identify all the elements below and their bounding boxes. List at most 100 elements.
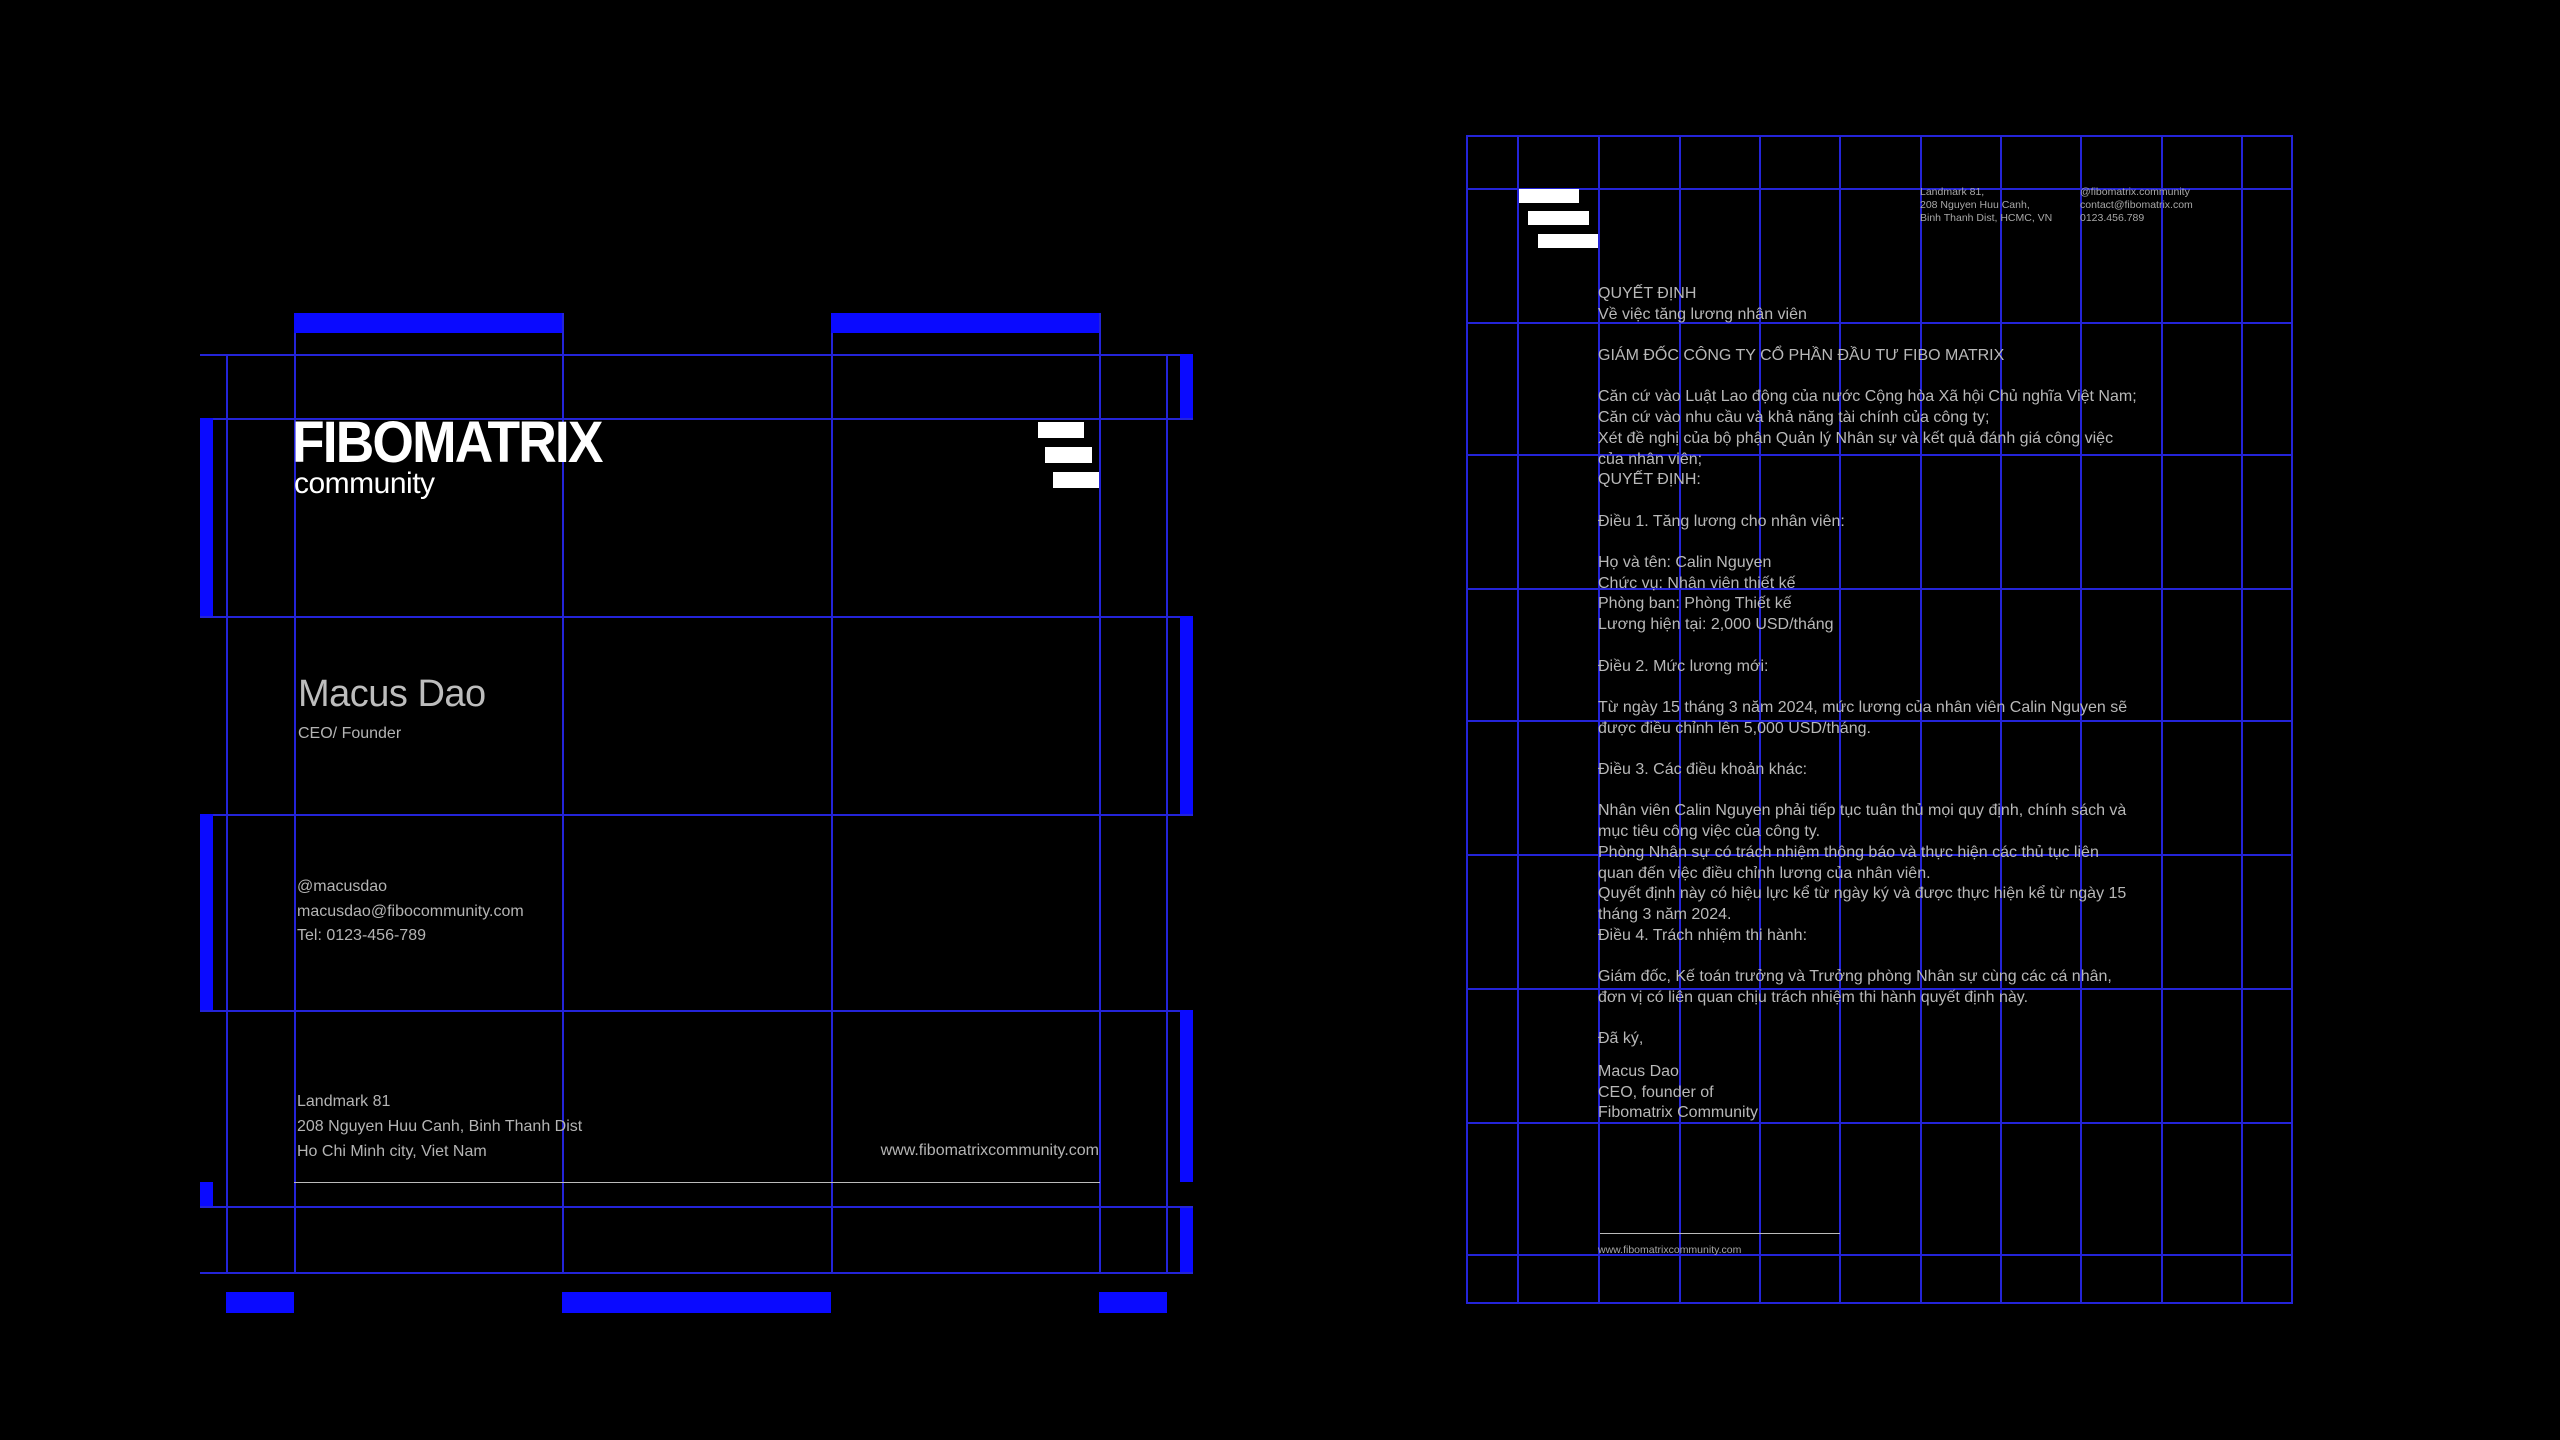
letter-line: Họ và tên: Calin Nguyen [1598, 554, 1772, 572]
card-divider [294, 1182, 1100, 1183]
grid-line-vertical [2000, 135, 2002, 1303]
address-line: Landmark 81, [1920, 186, 1985, 198]
letter-line: QUYẾT ĐỊNH [1598, 285, 1697, 302]
card-logo-subtitle: community [294, 467, 435, 500]
accent-bar [1180, 1208, 1193, 1272]
card-role: CEO/ Founder [298, 725, 402, 742]
grid-line-horizontal [200, 1206, 1193, 1208]
accent-bar [200, 1182, 213, 1206]
card-email: macusdao@fibocommunity.com [297, 902, 524, 920]
accent-bar [294, 313, 562, 333]
grid-line-vertical [562, 354, 564, 1272]
address-line: 208 Nguyen Huu Canh, [1920, 199, 2030, 211]
card-contacts: @macusdao macusdao@fibocommunity.com Tel… [297, 875, 524, 949]
grid-line-vertical [1759, 135, 1761, 1303]
letter-line: Điều 4. Trách nhiệm thi hành: [1598, 926, 1808, 944]
grid-line-horizontal [200, 814, 1193, 816]
grid-line-vertical [1679, 135, 1681, 1303]
accent-bar [1180, 354, 1193, 418]
letter-line: Từ ngày 15 tháng 3 năm 2024, mức lương c… [1598, 698, 2128, 716]
grid-line-vertical [294, 354, 296, 1272]
letter-line: Đã ký, [1598, 1030, 1644, 1048]
grid-line-vertical [1099, 354, 1101, 1272]
signature-title: CEO, founder of [1598, 1083, 1714, 1101]
letter-line [1598, 491, 2137, 512]
grid-line-vertical [2291, 135, 2293, 1303]
grid-line-vertical [294, 313, 296, 354]
accent-bar [200, 418, 213, 616]
grid-line-horizontal [1466, 854, 2293, 856]
grid-line-vertical [831, 313, 833, 354]
grid-line-vertical [562, 313, 564, 354]
letter-line [1598, 946, 2137, 967]
letter-line: Căn cứ vào Luật Lao động của nước Cộng h… [1598, 388, 2137, 406]
letter-line [1598, 781, 2137, 802]
letter-line: Căn cứ vào nhu cầu và khả năng tài chính… [1598, 409, 1990, 427]
letter-line [1598, 677, 2137, 698]
letter-line: GIÁM ĐỐC CÔNG TY CỔ PHẦN ĐẦU TƯ FIBO MAT… [1598, 347, 2005, 365]
letter-line: Quyết định này có hiệu lực kể từ ngày ký… [1598, 885, 2127, 903]
letterhead-address: Landmark 81, 208 Nguyen Huu Canh, Binh T… [1920, 186, 2052, 225]
letterhead-website: www.fibomatrixcommunity.com [1598, 1244, 1742, 1256]
grid-line-horizontal [1466, 454, 2293, 456]
grid-line-horizontal [1466, 322, 2293, 324]
letter-line: Nhân viên Calin Nguyen phải tiếp tục tuâ… [1598, 802, 2127, 820]
accent-bar [1180, 616, 1193, 814]
accent-bar [226, 1292, 294, 1313]
accent-bar [1099, 1292, 1167, 1313]
contact-line: @fibomatrix.community [2080, 186, 2190, 198]
grid-line-vertical [226, 354, 228, 1272]
address-line: Ho Chi Minh city, Viet Nam [297, 1143, 487, 1160]
grid-line-vertical [2080, 135, 2082, 1303]
card-address: Landmark 81 208 Nguyen Huu Canh, Binh Th… [297, 1089, 582, 1164]
letter-line: đơn vị có liên quan chịu trách nhiệm thi… [1598, 988, 2029, 1006]
grid-line-horizontal [200, 1010, 1193, 1012]
accent-bar [200, 814, 213, 1010]
grid-line-vertical [1466, 135, 1468, 1303]
grid-line-horizontal [1466, 135, 2293, 137]
grid-line-vertical [2161, 135, 2163, 1303]
grid-line-vertical [1598, 135, 1600, 1303]
signature-name: Macus Dao [1598, 1063, 1679, 1080]
contact-line: 0123.456.789 [2080, 212, 2145, 224]
letter-line [1598, 1008, 2137, 1029]
accent-bar [1180, 1010, 1193, 1182]
card-logo-wordmark: FIBOMATRIX [292, 410, 603, 475]
grid-line-vertical [1920, 135, 1922, 1303]
letter-line: quan đến việc điều chỉnh lương của nhân … [1598, 864, 1931, 882]
letterhead-contact: @fibomatrix.community contact@fibomatrix… [2080, 186, 2193, 225]
letter-line: được điều chỉnh lên 5,000 USD/tháng. [1598, 719, 1871, 737]
letter-line: QUYẾT ĐỊNH: [1598, 471, 1701, 489]
grid-line-horizontal [200, 616, 1193, 618]
card-website: www.fibomatrixcommunity.com [880, 1142, 1099, 1159]
letter-line: tháng 3 năm 2024. [1598, 905, 1732, 923]
grid-line-horizontal [1466, 1302, 2293, 1304]
address-line: Landmark 81 [297, 1093, 391, 1110]
letter-line: Phòng Nhân sự có trách nhiệm thông báo v… [1598, 843, 2099, 861]
grid-line-horizontal [200, 354, 1193, 356]
accent-bar [831, 313, 1099, 333]
letter-signature: Macus Dao CEO, founder of Fibomatrix Com… [1598, 1062, 1758, 1124]
letter-line [1598, 532, 2137, 553]
letter-line [1598, 636, 2137, 657]
letter-line: Giám đốc, Kế toán trưởng và Trưởng phòng… [1598, 968, 2112, 986]
address-line: Binh Thanh Dist, HCMC, VN [1920, 212, 2053, 224]
grid-line-vertical [1517, 135, 1519, 1303]
card-handle: @macusdao [297, 878, 388, 895]
grid-line-horizontal [1466, 988, 2293, 990]
grid-line-vertical [831, 354, 833, 1272]
signature-org: Fibomatrix Community [1598, 1104, 1759, 1122]
card-name: Macus Dao [298, 673, 486, 715]
grid-line-horizontal [1466, 1254, 2293, 1256]
grid-line-horizontal [200, 1272, 1193, 1274]
letter-line: Phòng ban: Phòng Thiết kế [1598, 595, 1792, 613]
letter-line [1598, 325, 2137, 346]
letter-line: Điều 1. Tăng lương cho nhân viên: [1598, 512, 1845, 530]
letter-line: Chức vụ: Nhân viên thiết kế [1598, 574, 1796, 592]
grid-line-horizontal [1466, 720, 2293, 722]
letter-line: Về việc tăng lương nhân viên [1598, 305, 1807, 323]
signature-line [1600, 1233, 1840, 1234]
card-phone: Tel: 0123-456-789 [297, 927, 426, 944]
letter-line: Xét đề nghị của bộ phận Quản lý Nhân sự … [1598, 429, 2114, 447]
